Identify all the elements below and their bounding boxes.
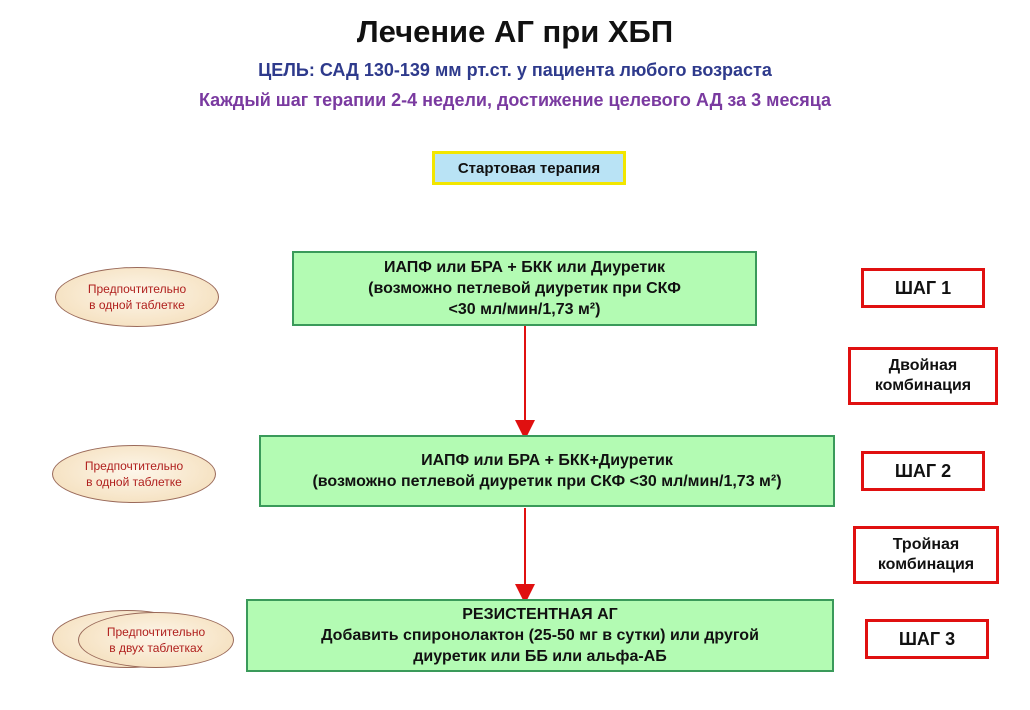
step3-oval-line2: в двух таблетках: [109, 641, 203, 655]
goal-subtitle: ЦЕЛЬ: САД 130-139 мм рт.ст. у пациента л…: [258, 60, 772, 80]
step3-line3: диуретик или ББ или альфа-АБ: [413, 648, 667, 665]
page-title: Лечение АГ при ХБП: [356, 14, 674, 49]
step1-oval-line1: Предпочтительно: [87, 282, 187, 296]
step1-line1: ИАПФ или БРА + БКК или Диуретик: [383, 259, 666, 276]
double-combination-line1: Двойная: [888, 357, 958, 374]
triple-combination-line2: комбинация: [877, 556, 975, 573]
triple-combination-box: Тройная комбинация: [853, 526, 999, 584]
step3-therapy-box: РЕЗИСТЕНТНАЯ АГ Добавить спиронолактон (…: [246, 599, 834, 672]
step3-label-box: ШАГ 3: [865, 619, 989, 659]
step3-line1: РЕЗИСТЕНТНАЯ АГ: [462, 606, 618, 623]
step2-line2: (возможно петлевой диуретик при СКФ <30 …: [312, 473, 782, 490]
step2-oval-line2: в одной таблетке: [86, 475, 182, 489]
step3-oval-line1: Предпочтительно: [106, 625, 206, 639]
step1-pill-oval: Предпочтительно в одной таблетке: [55, 267, 219, 327]
step3-pill-oval: Предпочтительно в двух таблетках: [78, 612, 234, 668]
triple-combination-line1: Тройная: [892, 536, 960, 553]
double-combination-box: Двойная комбинация: [848, 347, 998, 405]
step1-therapy-box: ИАПФ или БРА + БКК или Диуретик (возможн…: [292, 251, 757, 326]
timing-subtitle: Каждый шаг терапии 2-4 недели, достижени…: [198, 90, 832, 110]
step3-line2: Добавить спиронолактон (25-50 мг в сутки…: [321, 627, 759, 644]
step2-pill-oval: Предпочтительно в одной таблетке: [52, 445, 216, 503]
step1-line2: (возможно петлевой диуретик при СКФ: [368, 280, 681, 297]
double-combination-line2: комбинация: [874, 377, 972, 394]
step2-oval-line1: Предпочтительно: [84, 459, 184, 473]
step1-line3: <30 мл/мин/1,73 м²): [448, 301, 601, 318]
start-therapy-box: Стартовая терапия: [432, 151, 626, 185]
step2-label-box: ШАГ 2: [861, 451, 985, 491]
step1-label-box: ШАГ 1: [861, 268, 985, 308]
step2-therapy-box: ИАПФ или БРА + БКК+Диуретик (возможно пе…: [259, 435, 835, 507]
step2-line1: ИАПФ или БРА + БКК+Диуретик: [421, 452, 673, 469]
step1-oval-line2: в одной таблетке: [89, 298, 185, 312]
